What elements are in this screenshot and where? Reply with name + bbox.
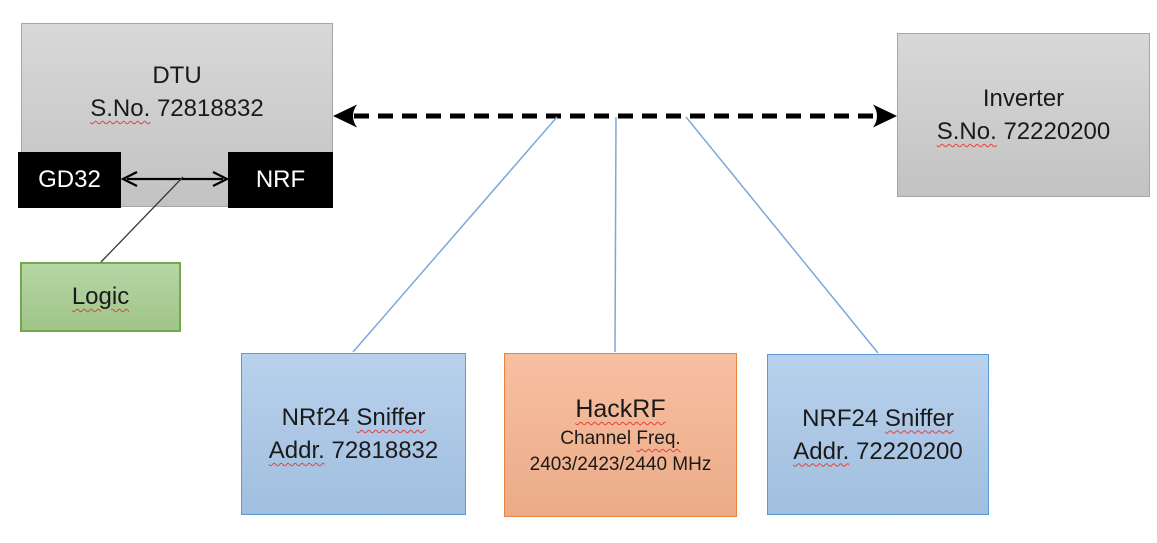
tap-line-sniffer-right	[685, 116, 879, 354]
sniffer-right-addr-label: Addr.	[793, 437, 850, 465]
inverter-serial-number: 72220200	[1003, 118, 1111, 145]
sniffer-right-addr: Addr. 72220200	[793, 435, 963, 468]
hackrf-title-text: HackRF	[575, 395, 666, 423]
inverter-serial-label: S.No.	[936, 118, 997, 145]
node-sniffer-right: NRF24 Sniffer Addr. 72220200	[767, 354, 989, 515]
sniffer-right-role: Sniffer	[884, 404, 954, 432]
sniffer-right-title: NRF24 Sniffer	[802, 402, 954, 435]
sniffer-left-addr-label: Addr.	[268, 437, 325, 464]
node-gd32: GD32	[18, 152, 121, 208]
dtu-serial-label: S.No.	[90, 95, 151, 122]
dashed-link-left-arrowhead-icon	[333, 104, 357, 128]
node-dtu: DTU S.No. 72818832	[21, 23, 333, 207]
sniffer-left-name: NRf24	[281, 404, 350, 431]
dtu-serial-number: 72818832	[156, 95, 264, 122]
node-nrf: NRF	[228, 152, 333, 208]
dtu-title: DTU	[152, 62, 202, 89]
sniffer-left-title: NRf24 Sniffer	[282, 401, 426, 434]
logic-label: Logic	[71, 283, 130, 310]
sniffer-right-name: NRF24	[802, 404, 879, 432]
sniffer-left-role: Sniffer	[356, 404, 426, 431]
hackrf-frequencies: 2403/2423/2440 MHz	[529, 454, 712, 475]
inverter-serial: S.No. 72220200	[937, 115, 1110, 148]
inverter-title: Inverter	[982, 85, 1065, 112]
hackrf-freq-word2: Freq.	[636, 428, 681, 449]
tap-line-sniffer-left	[352, 116, 558, 353]
tap-line-hackrf	[614, 116, 617, 353]
hackrf-title: HackRF	[575, 392, 665, 426]
sniffer-left-addr: Addr. 72818832	[269, 434, 439, 467]
node-sniffer-left: NRf24 Sniffer Addr. 72818832	[241, 353, 466, 515]
node-inverter: Inverter S.No. 72220200	[897, 33, 1150, 197]
dtu-serial: S.No. 72818832	[90, 92, 263, 125]
sniffer-right-addr-value: 72220200	[855, 437, 963, 465]
dashed-link-right-arrowhead-icon	[873, 104, 897, 128]
sniffer-left-addr-value: 72818832	[331, 437, 439, 464]
node-hackrf: HackRF Channel Freq. 2403/2423/2440 MHz	[504, 353, 737, 517]
node-logic: Logic	[20, 262, 181, 332]
nrf-label: NRF	[255, 166, 306, 193]
hackrf-freq-word1: Channel	[560, 428, 632, 449]
hackrf-freq-label: Channel Freq.	[560, 426, 680, 452]
gd32-label: GD32	[38, 166, 101, 193]
